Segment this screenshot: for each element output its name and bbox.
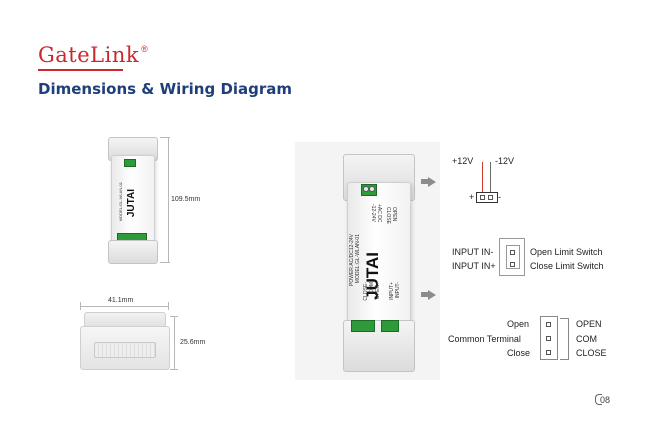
width-tick-left: [80, 302, 81, 310]
open-limit-switch-label: Open Limit Switch: [530, 247, 603, 257]
power-minus-sign: -: [498, 192, 501, 202]
output-pin: [546, 336, 551, 341]
device-main-view: OPEN CLOSE +AC DC -12-24V JUTAI MODEL:GL…: [295, 142, 440, 380]
page-title: Dimensions & Wiring Diagram: [38, 80, 293, 98]
length-dimension-label: 109.5mm: [171, 196, 201, 203]
power-positive-label: +12V: [452, 156, 474, 166]
width-tick-right: [168, 302, 169, 310]
registered-mark: ®: [141, 44, 148, 54]
arrow-power-icon: [428, 177, 436, 187]
page-number: 08: [600, 395, 611, 405]
power-wire-positive: [482, 162, 483, 194]
device-top-view: JUTAI MODEL:GL-WLAN-01: [108, 137, 158, 264]
input-connector-inner: [506, 245, 520, 269]
terminal-block-bottom-left: [351, 320, 375, 332]
terminal-screw: [369, 186, 375, 192]
top-terminal-label-close: CLOSE: [385, 207, 391, 224]
width-dimension-line: [80, 306, 169, 307]
output-terminal-com: COM: [576, 334, 597, 344]
brand-name: GateLink: [38, 43, 140, 67]
bottom-terminal-label: INPUT+: [389, 282, 395, 300]
power-plus-sign: +: [469, 192, 475, 202]
arrow-io-icon: [428, 290, 436, 300]
power-connector: [476, 192, 498, 203]
power-wire-negative: [490, 162, 491, 194]
device-power-text: POWER:AC/DC12-24V: [349, 234, 355, 286]
top-terminal-label-open: OPEN: [391, 207, 397, 222]
device-model-text: MODEL:GL-WLAN-01: [118, 182, 123, 222]
length-tick-top: [160, 137, 170, 138]
output-pin: [546, 350, 551, 355]
bottom-terminal-label: OPEN+: [375, 282, 381, 300]
close-limit-switch-label: Close Limit Switch: [530, 261, 604, 271]
input-pin: [510, 262, 515, 267]
power-negative-label: -12V: [495, 156, 515, 166]
page-number-icon: [595, 394, 602, 405]
output-terminal-open: OPEN: [576, 319, 602, 329]
arrow-stem-power: [421, 179, 429, 184]
terminal-block: [124, 159, 136, 167]
input-plus-label: INPUT IN+: [452, 261, 496, 271]
terminal-screw: [363, 186, 369, 192]
power-pin: [488, 195, 493, 200]
output-open-label: Open: [507, 319, 530, 329]
input-pin: [510, 250, 515, 255]
logo-underline: [38, 69, 123, 71]
bottom-terminal-label: INPUT-: [395, 282, 401, 299]
device-model-text: MODEL:GL-WLAN-01: [355, 234, 361, 284]
width-dimension-label: 41.1mm: [108, 297, 134, 304]
device-brand-label: JUTAI: [126, 189, 137, 218]
input-minus-label: INPUT IN-: [452, 247, 494, 257]
bottom-terminal-label: COM: [369, 282, 375, 294]
output-common-label: Common Terminal: [448, 334, 521, 344]
device-body: [111, 155, 155, 247]
terminal-block-bottom-right: [381, 320, 399, 332]
bottom-terminal-label: CLOSE-: [363, 282, 369, 301]
height-dimension-line: [174, 316, 175, 369]
device-end-cap-bottom: [108, 240, 158, 264]
power-label-1: +AC DC: [376, 204, 382, 223]
height-dimension-label: 25.6mm: [180, 339, 206, 346]
height-tick-top: [170, 316, 178, 317]
height-tick-bottom: [170, 369, 178, 370]
output-pin: [546, 322, 551, 327]
brand-logo: GateLink ®: [38, 43, 148, 67]
end-view-vent: [94, 342, 156, 358]
output-terminal-close: CLOSE: [576, 348, 607, 358]
arrow-stem-io: [421, 292, 429, 297]
device-end-view: [80, 312, 170, 370]
power-label-2: -12-24V: [370, 204, 376, 222]
output-close-label: Close: [507, 348, 531, 358]
device-body: [347, 182, 411, 329]
power-pin: [480, 195, 485, 200]
length-dimension-line: [168, 137, 169, 262]
output-bracket: [560, 318, 569, 360]
length-tick-bottom: [160, 262, 170, 263]
